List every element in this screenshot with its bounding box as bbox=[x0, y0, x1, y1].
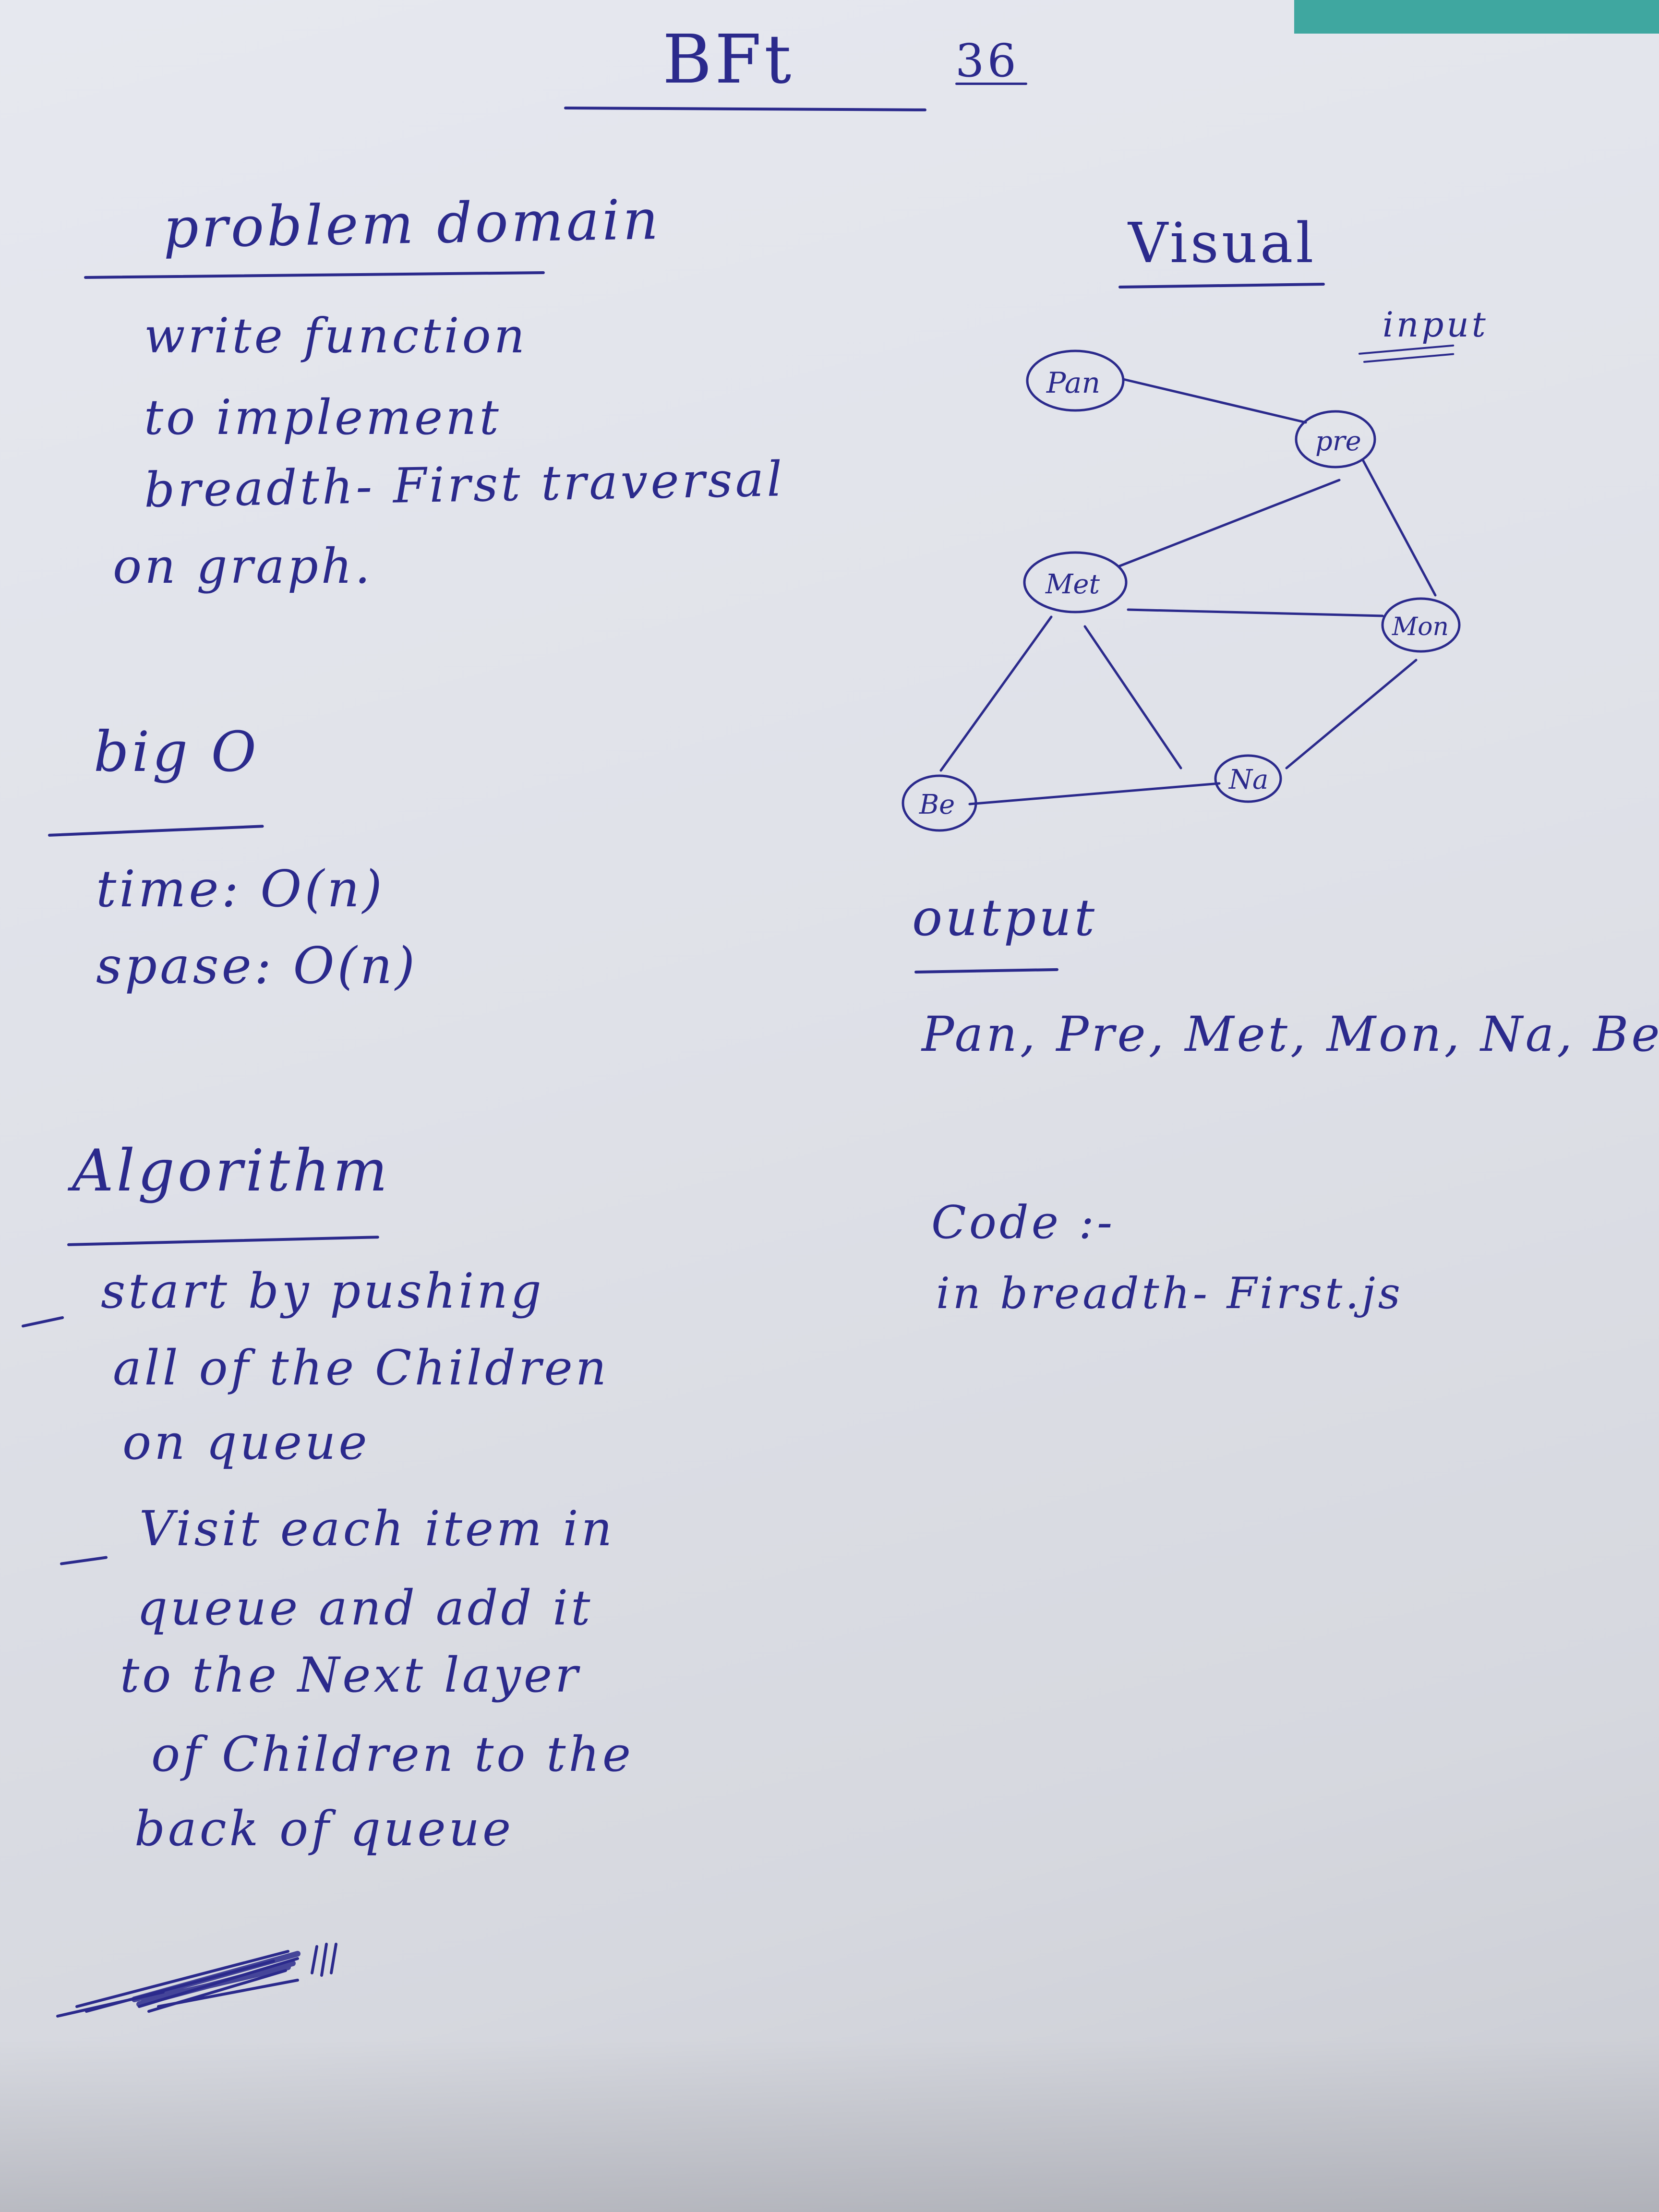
node-na bbox=[1214, 754, 1282, 803]
edge-be-na bbox=[968, 782, 1221, 805]
algorithm-line-3: on queue bbox=[122, 1414, 370, 1470]
node-mon bbox=[1381, 597, 1461, 653]
node-met bbox=[1023, 551, 1128, 613]
page-number: 36 bbox=[955, 35, 1019, 87]
edge-met-mon bbox=[1127, 608, 1384, 617]
node-label-na: Na bbox=[1228, 764, 1268, 795]
edge-pre-met bbox=[1117, 479, 1341, 568]
algorithm-line-2: all of the Children bbox=[113, 1340, 610, 1396]
problem-line-4: on graph. bbox=[113, 538, 373, 594]
node-label-mon: Mon bbox=[1392, 613, 1449, 641]
node-pan bbox=[1026, 349, 1125, 412]
output-label: output bbox=[912, 889, 1098, 947]
algorithm-heading: Algorithm bbox=[72, 1138, 391, 1204]
graph-diagram: Pan pre Met Mon Na Be bbox=[902, 349, 1461, 832]
algorithm-line-7: of Children to the bbox=[151, 1726, 634, 1782]
node-label-be: Be bbox=[919, 789, 955, 820]
node-label-met: Met bbox=[1045, 569, 1100, 600]
time-complexity: time: O(n) bbox=[96, 860, 385, 918]
edge-met-na bbox=[1083, 625, 1182, 769]
problem-line-1: write function bbox=[144, 308, 528, 364]
problem-line-2: to implement bbox=[144, 389, 502, 445]
background-corner bbox=[1294, 0, 1659, 34]
output-value: Pan, Pre, Met, Mon, Na, Be bbox=[922, 1006, 1659, 1062]
problem-line-3: breadth- First traversal bbox=[144, 451, 786, 518]
input-label: input bbox=[1382, 304, 1489, 345]
page-title: BFt bbox=[662, 21, 794, 99]
problem-heading: problem domain bbox=[162, 187, 662, 261]
code-label: Code :- bbox=[931, 1196, 1116, 1249]
algorithm-line-6: to the Next layer bbox=[120, 1647, 581, 1703]
big-o-heading: big O bbox=[94, 720, 259, 784]
edge-met-be bbox=[939, 615, 1053, 772]
edge-mon-na bbox=[1285, 659, 1418, 769]
algorithm-line-4: Visit each item in bbox=[139, 1501, 615, 1557]
algorithm-line-1: start by pushing bbox=[101, 1263, 544, 1319]
scribble-mark bbox=[56, 1943, 337, 2018]
edge-pan-pre bbox=[1122, 378, 1307, 424]
algorithm-line-8: back of queue bbox=[134, 1801, 514, 1857]
node-pre bbox=[1295, 410, 1376, 469]
edge-pre-mon bbox=[1362, 459, 1437, 597]
visual-heading: Visual bbox=[1128, 211, 1317, 276]
node-label-pre: pre bbox=[1315, 426, 1361, 457]
node-be bbox=[902, 774, 977, 832]
algorithm-line-5: queue and add it bbox=[137, 1580, 593, 1636]
node-label-pan: Pan bbox=[1046, 366, 1100, 400]
space-complexity: spase: O(n) bbox=[96, 937, 418, 995]
paper-shadow bbox=[0, 2039, 1659, 2212]
page-number-underline bbox=[955, 83, 1027, 85]
code-location: in breadth- First.js bbox=[936, 1268, 1403, 1319]
